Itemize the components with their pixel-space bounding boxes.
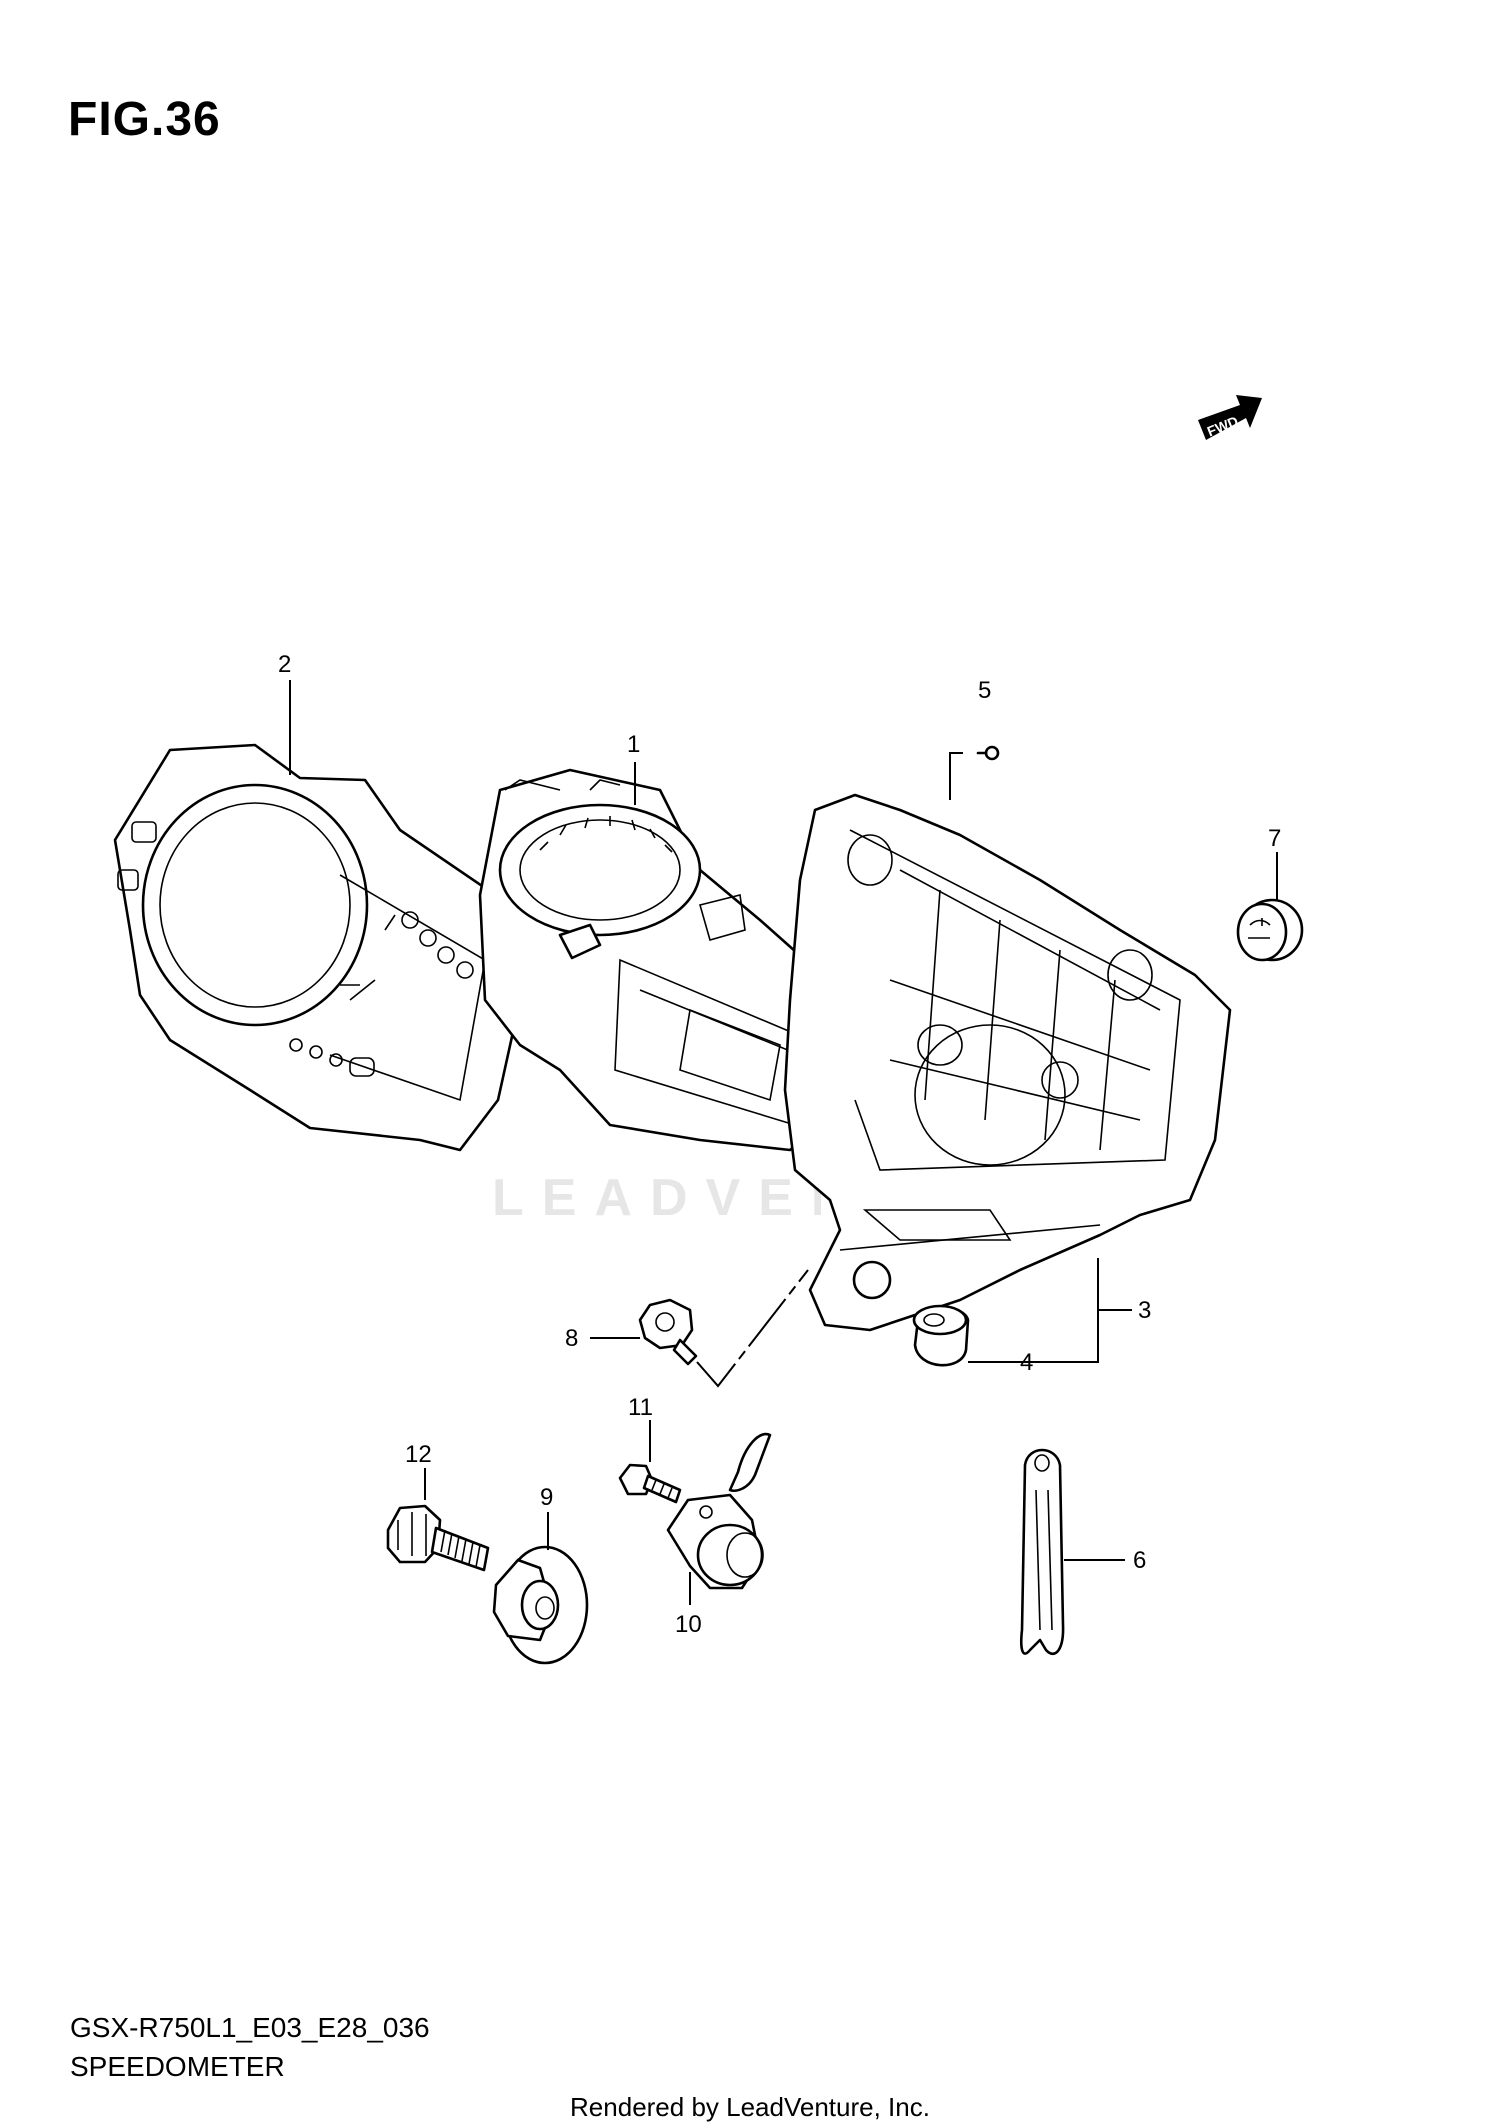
callout-8: 8 <box>565 1325 578 1352</box>
bolt-part-11 <box>618 1463 682 1504</box>
grommet-part-7 <box>1236 898 1304 962</box>
callout-9: 9 <box>540 1484 553 1511</box>
callout-4: 4 <box>1020 1349 1033 1376</box>
speed-sensor-part-10 <box>666 1432 772 1590</box>
callout-2: 2 <box>278 651 291 678</box>
callout-11: 11 <box>628 1394 653 1421</box>
meter-case-part <box>783 793 1232 1332</box>
callout-7: 7 <box>1268 825 1281 852</box>
spacer-part-9 <box>492 1545 589 1665</box>
forward-arrow-icon: FWD <box>1198 395 1262 440</box>
callout-5: 5 <box>978 677 991 704</box>
callout-12: 12 <box>405 1441 432 1468</box>
screw-part-5 <box>976 745 1000 761</box>
nut-part-8 <box>638 1298 698 1366</box>
callout-10: 10 <box>675 1611 702 1638</box>
callout-6: 6 <box>1133 1547 1146 1574</box>
rendered-by-credit: Rendered by LeadVenture, Inc. <box>570 2092 930 2122</box>
callout-3: 3 <box>1138 1297 1151 1324</box>
meter-assembly-part <box>478 768 843 1152</box>
model-code: GSX-R750L1_E03_E28_036 <box>70 2012 430 2043</box>
bolt-part-12 <box>386 1504 490 1572</box>
grommet-part-4 <box>912 1304 970 1367</box>
callout-1: 1 <box>627 731 640 758</box>
section-name: SPEEDOMETER <box>70 2051 285 2082</box>
leader-lines <box>289 680 1278 1605</box>
meter-cover-part <box>113 743 532 1152</box>
band-part-6 <box>1019 1448 1065 1656</box>
figure-title: FIG.36 <box>68 93 221 146</box>
